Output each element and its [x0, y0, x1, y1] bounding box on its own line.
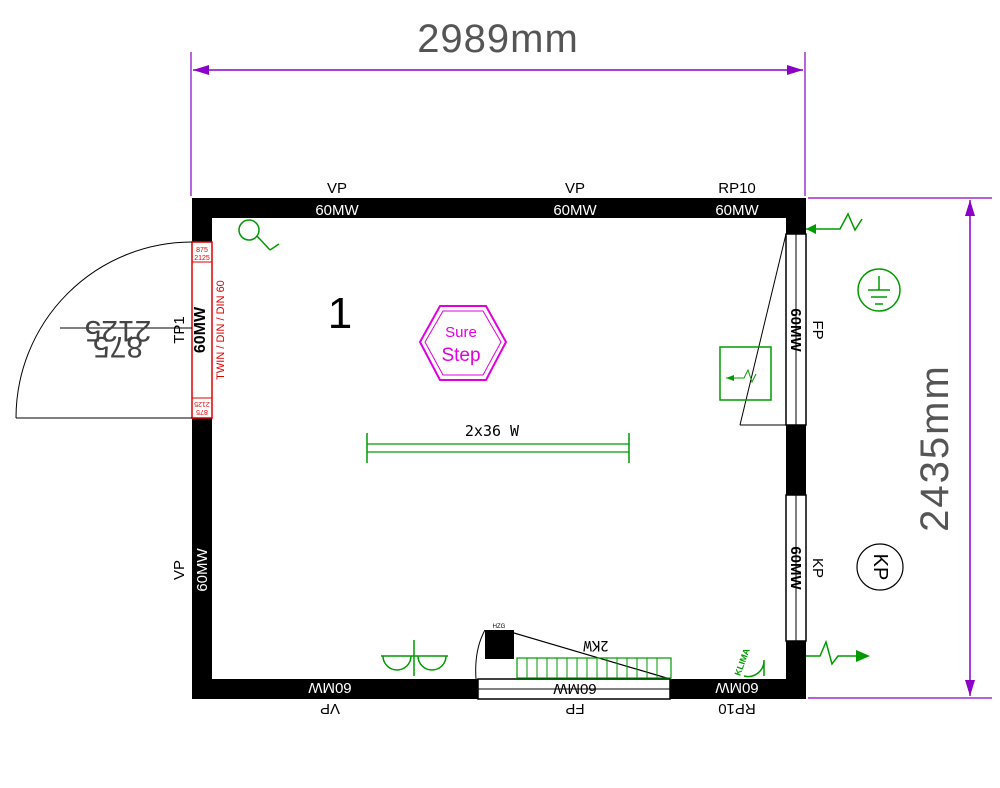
top-wall-type-1: VP — [327, 180, 347, 197]
outlet-icon — [381, 640, 448, 676]
kp-symbol: KP — [856, 543, 904, 591]
top-wall-rating-2: 60MW — [553, 202, 597, 219]
door-small-875-top: 875 — [196, 247, 208, 254]
door: 2125 875 TP1 60MW TWIN / DIN / DIN 60 87… — [15, 241, 227, 419]
bottom-wall-type-3: RP10 — [718, 700, 756, 717]
bottom-wall-rating-1: 60MW — [307, 679, 351, 696]
top-wall-type-2: VP — [565, 180, 585, 197]
dimension-height: 2435mm — [808, 197, 992, 699]
ac-label: KLIMA — [733, 646, 752, 677]
logo-text-top: Sure — [445, 324, 477, 341]
door-size-875: 875 — [93, 330, 143, 363]
walls — [192, 198, 807, 700]
power-feed-bottom-icon — [806, 639, 870, 666]
door-lock-label: TWIN / DIN / DIN 60 — [215, 280, 227, 380]
bottom-wall-rating-2: 60MW — [552, 680, 596, 697]
door-small-875-bottom: 875 — [196, 408, 208, 415]
right-wall-rating-1: 60MW — [787, 308, 804, 352]
light-fixture: 2x36 W — [366, 422, 630, 463]
room-number: 1 — [328, 289, 352, 338]
power-feed-top-icon — [806, 212, 863, 234]
window-casement — [739, 233, 787, 426]
wall-labels-bottom: 60MW VP 60MW FP 60MW RP10 — [307, 679, 758, 717]
bottom-wall-type-2: FP — [565, 700, 584, 717]
left-wall-rating: 60MW — [194, 547, 211, 591]
heater-box-label: HZG — [493, 624, 506, 630]
wall-labels-right: 60MW FP 60MW KP — [787, 308, 826, 590]
door-small-2125-top: 2125 — [194, 255, 210, 262]
kp-symbol-label: KP — [869, 554, 891, 581]
door-size-2125: 2125 — [85, 314, 152, 347]
top-wall-type-3: RP10 — [718, 180, 756, 197]
door-rating-label: 60MW — [192, 306, 209, 353]
dimension-width: 2989mm — [190, 17, 806, 196]
light-fixture-label: 2x36 W — [465, 422, 520, 440]
top-wall-rating-1: 60MW — [315, 202, 359, 219]
logo-text-bottom: Step — [441, 345, 480, 366]
height-dimension-label: 2435mm — [913, 364, 957, 532]
left-wall-type: VP — [171, 560, 188, 580]
heater-label: 2KW — [583, 637, 609, 653]
heater: HZG 2KW — [475, 624, 672, 680]
ground-symbol-icon — [857, 268, 901, 312]
right-wall-rating-2: 60MW — [787, 546, 804, 590]
ac-unit: KLIMA — [733, 646, 765, 678]
logo: Sure Step — [418, 305, 508, 381]
distribution-box-icon — [719, 346, 772, 401]
right-wall-type-1: FP — [809, 320, 826, 339]
top-wall-rating-3: 60MW — [715, 202, 759, 219]
door-small-2125-bottom: 2125 — [194, 400, 210, 407]
wall-labels-left: VP 60MW — [171, 547, 211, 591]
bottom-wall-rating-3: 60MW — [714, 679, 758, 696]
wall-labels-top: VP 60MW VP 60MW RP10 60MW — [315, 180, 759, 219]
width-dimension-label: 2989mm — [417, 17, 579, 61]
door-panel-label: TP1 — [171, 316, 188, 344]
bottom-wall-type-1: VP — [320, 700, 340, 717]
switch-icon — [238, 219, 280, 251]
right-wall-type-2: KP — [809, 558, 826, 578]
